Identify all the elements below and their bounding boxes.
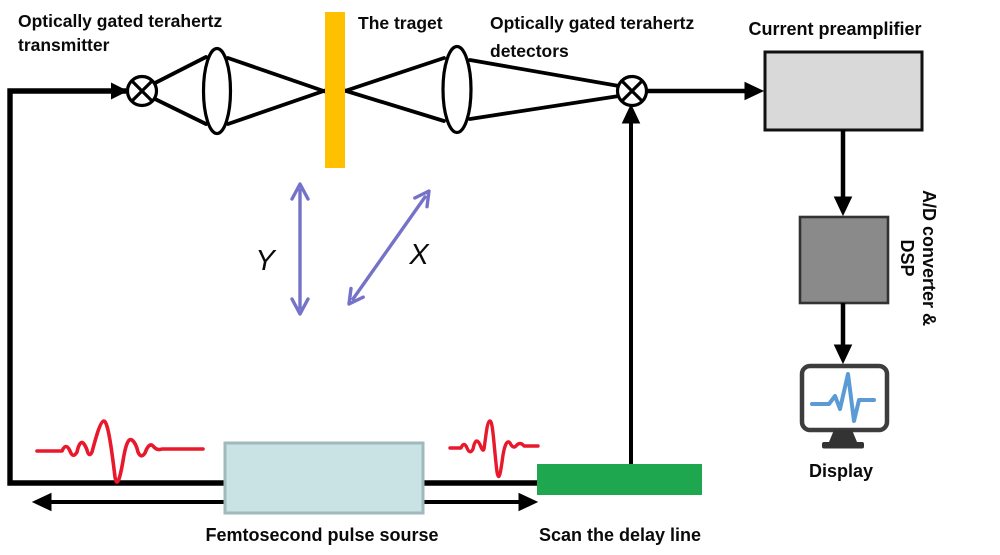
- transmitter-lens-icon: [201, 46, 233, 136]
- detector-lens-icon: [441, 44, 473, 135]
- pulse-source-box: [223, 441, 425, 515]
- label-axis-y: Y: [255, 245, 277, 277]
- display-monitor-icon: [799, 363, 890, 449]
- detector-mixer-icon: [615, 74, 649, 108]
- label-display: Display: [809, 461, 873, 481]
- adc-dsp-box: [798, 215, 890, 305]
- label-transmitter-line1: Optically gated terahertz: [18, 11, 222, 31]
- svg-text:A/D converter &: A/D converter &: [919, 190, 939, 326]
- detector-to-preamp-arrow: [647, 81, 765, 101]
- monitor-base: [822, 442, 864, 449]
- preamplifier-box: [763, 50, 924, 132]
- transmitter-mixer-icon: [125, 74, 159, 108]
- delay-feedback-arrow: [621, 103, 641, 480]
- label-pulse-source: Femtosecond pulse sourse: [205, 525, 438, 545]
- thz-pulse-left: [35, 419, 205, 484]
- label-target: The traget: [358, 13, 443, 33]
- arrowhead-right: [518, 492, 539, 512]
- display-waveform: [810, 372, 876, 423]
- label-detectors-line2: detectors: [490, 41, 569, 61]
- label-delay-line: Scan the delay line: [539, 525, 701, 545]
- arrowhead-down: [833, 344, 853, 365]
- label-transmitter-line2: transmitter: [18, 35, 110, 55]
- scan-axis-x-arrow: [347, 189, 431, 306]
- label-axis-x: X: [408, 239, 430, 271]
- scan-axis-y-arrow: [290, 182, 310, 316]
- target-bar: [325, 12, 345, 168]
- arrowhead-left: [31, 492, 52, 512]
- beam-path: [153, 55, 621, 126]
- arrowhead-up: [621, 103, 641, 124]
- arrowhead-right: [744, 81, 765, 101]
- feed-line: [7, 88, 537, 486]
- thz-pulse-right: [448, 419, 540, 479]
- adc-to-display-arrow: [833, 303, 853, 365]
- label-preamplifier: Current preamplifier: [748, 19, 921, 39]
- svg-text:DSP: DSP: [897, 239, 917, 276]
- preamp-to-adc-arrow: [833, 130, 853, 217]
- arrowhead-down: [833, 196, 853, 217]
- label-adc-dsp: A/D converter & DSP: [897, 190, 939, 326]
- monitor-stand: [829, 430, 857, 442]
- label-detectors-line1: Optically gated terahertz: [490, 13, 694, 33]
- arrowhead-feed: [111, 82, 128, 100]
- delay-line-box: [537, 464, 702, 495]
